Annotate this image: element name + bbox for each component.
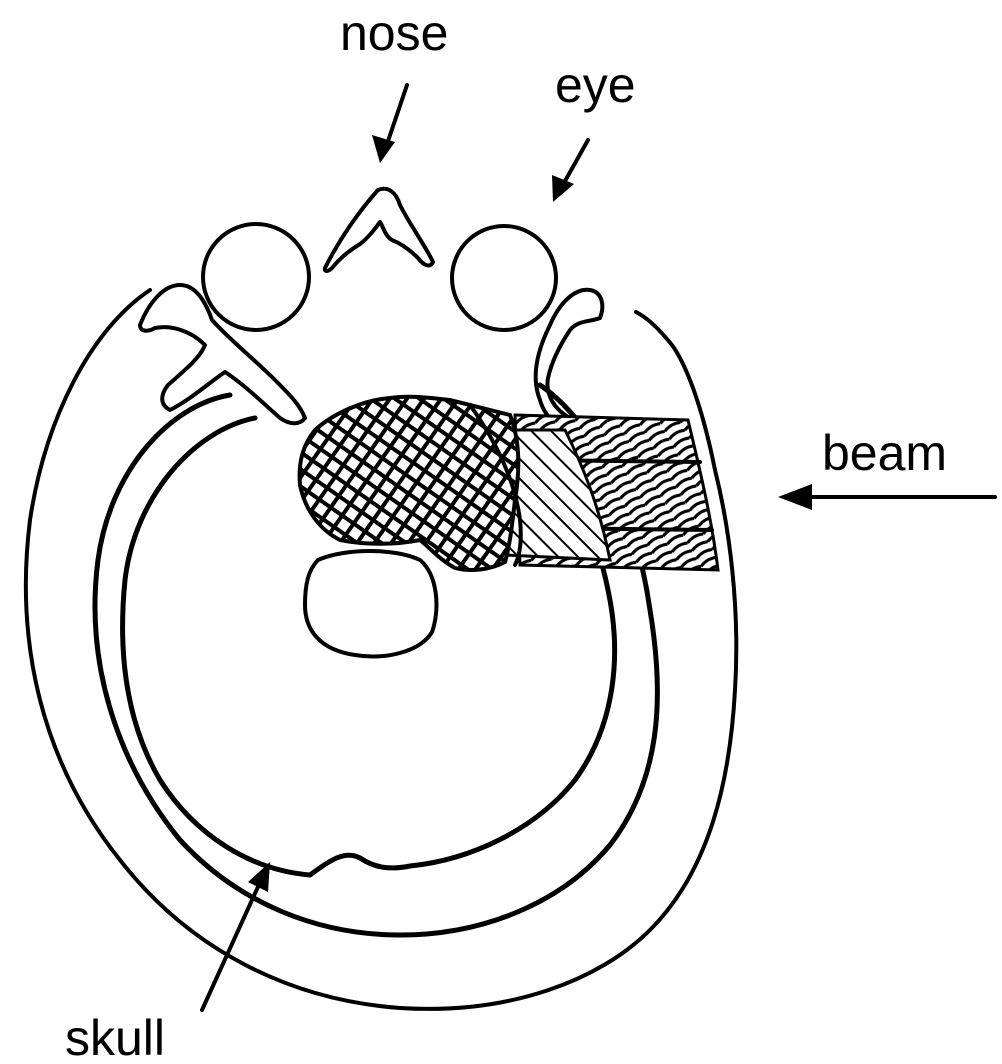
left-orbital-bone (140, 285, 305, 423)
beam-arrow (778, 484, 995, 510)
left-eye (203, 224, 309, 330)
nose-arrow (372, 85, 407, 163)
beam-label: beam (822, 425, 947, 481)
skull-label: skull (65, 1010, 165, 1064)
eye-arrow (552, 140, 588, 202)
eye-label: eye (555, 57, 636, 113)
nose-label: nose (340, 5, 448, 61)
nose-shape (325, 189, 433, 271)
skull-arrow (202, 862, 270, 1010)
right-eye (452, 226, 556, 330)
brainstem-shape (305, 551, 436, 656)
tumor-target (300, 397, 519, 570)
